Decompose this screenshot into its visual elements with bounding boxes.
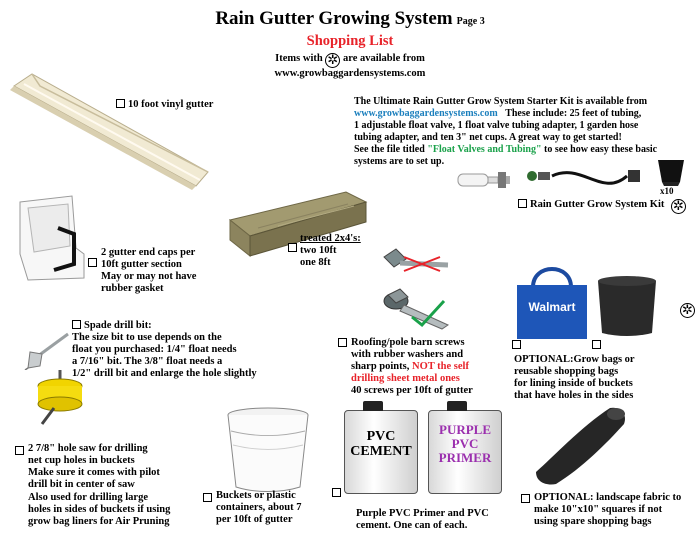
- gutter-item: 10 foot vinyl gutter: [116, 99, 213, 111]
- treated-lumber-image: [228, 191, 368, 258]
- pvc-checkbox[interactable]: [332, 488, 341, 497]
- drill-bit-checkbox[interactable]: [72, 320, 81, 329]
- starter-kit-checkbox[interactable]: [518, 199, 527, 208]
- buckets-item: Buckets or plastic containers, about 7 p…: [216, 490, 302, 525]
- gutter-end-cap-image: [19, 195, 85, 281]
- spade-drill-bit-image: [24, 332, 69, 370]
- shopping-bag-image: Walmart: [513, 265, 591, 340]
- kit-website-link[interactable]: www.growbaggardensystems.com: [354, 108, 498, 119]
- page-title-row: Rain Gutter Growing System Page 3: [0, 8, 700, 33]
- shopping-bag-brand: Walmart: [528, 300, 576, 314]
- grow-bag-checkbox[interactable]: [592, 340, 601, 349]
- end-caps-checkbox[interactable]: [88, 258, 97, 267]
- lumber-item: treated 2x4's: two 10ft one 8ft: [300, 233, 361, 268]
- page-number: Page 3: [456, 16, 485, 27]
- buckets-checkbox[interactable]: [203, 493, 212, 502]
- drill-bit-item: Spade drill bit: The size bit to use dep…: [72, 320, 257, 379]
- lumber-checkbox[interactable]: [288, 243, 297, 252]
- fabric-grow-bag-image: [598, 276, 656, 336]
- grow-bags-item: OPTIONAL:Grow bags or reusable shopping …: [514, 354, 635, 401]
- gutter-label: 10 foot vinyl gutter: [128, 99, 214, 110]
- lumber-title: treated 2x4's:: [300, 233, 361, 244]
- screws-checkbox[interactable]: [338, 338, 347, 347]
- roofing-screws-image: [383, 248, 450, 330]
- page-header: Rain Gutter Growing System Page 3 Shoppi…: [0, 8, 700, 80]
- page-subtitle: Shopping List: [306, 33, 394, 49]
- starter-kit-image: [457, 160, 684, 188]
- kit-star-badge-icon: ✲: [670, 199, 686, 214]
- screws-item: Roofing/pole barn screws with rubber was…: [351, 337, 473, 396]
- pvc-cement-can-image: PVC CEMENT: [344, 401, 418, 494]
- fabric-item: OPTIONAL: landscape fabric to make 10"x1…: [534, 492, 682, 527]
- starter-kit-item: Rain Gutter Grow System Kit ✲: [518, 199, 686, 214]
- vinyl-gutter-image: [10, 73, 209, 190]
- grow-bag-star-badge-icon: ✲: [680, 303, 695, 318]
- gutter-checkbox[interactable]: [116, 99, 125, 108]
- starter-kit-label: Rain Gutter Grow System Kit: [530, 199, 665, 210]
- hole-saw-note: Also used for drilling large holes in si…: [28, 492, 171, 527]
- website-link[interactable]: www.growbaggardensystems.com: [274, 68, 426, 79]
- shopping-bag-checkbox[interactable]: [512, 340, 521, 349]
- purple-pvc-primer-can-image: PURPLE PVC PRIMER: [428, 401, 502, 494]
- star-note: Items with ✲ are available from: [275, 53, 425, 68]
- pvc-item: Purple PVC Primer and PVC cement. One ca…: [356, 508, 489, 531]
- star-badge-icon: ✲: [325, 53, 341, 68]
- end-caps-item: 2 gutter end caps per 10ft gutter sectio…: [101, 247, 197, 294]
- hole-saw-image: [37, 370, 83, 425]
- float-valves-file-link[interactable]: "Float Valves and Tubing": [427, 144, 542, 155]
- hole-saw-checkbox[interactable]: [15, 446, 24, 455]
- plastic-bucket-image: [227, 407, 309, 492]
- starter-kit-description: The Ultimate Rain Gutter Grow System Sta…: [354, 96, 658, 167]
- net-cups-count: x10: [660, 186, 674, 196]
- hole-saw-item: 2 7/8" hole saw for drilling net cup hol…: [28, 443, 160, 490]
- fabric-checkbox[interactable]: [521, 494, 530, 503]
- page-title: Rain Gutter Growing System: [215, 8, 453, 29]
- landscape-fabric-image: [536, 407, 626, 485]
